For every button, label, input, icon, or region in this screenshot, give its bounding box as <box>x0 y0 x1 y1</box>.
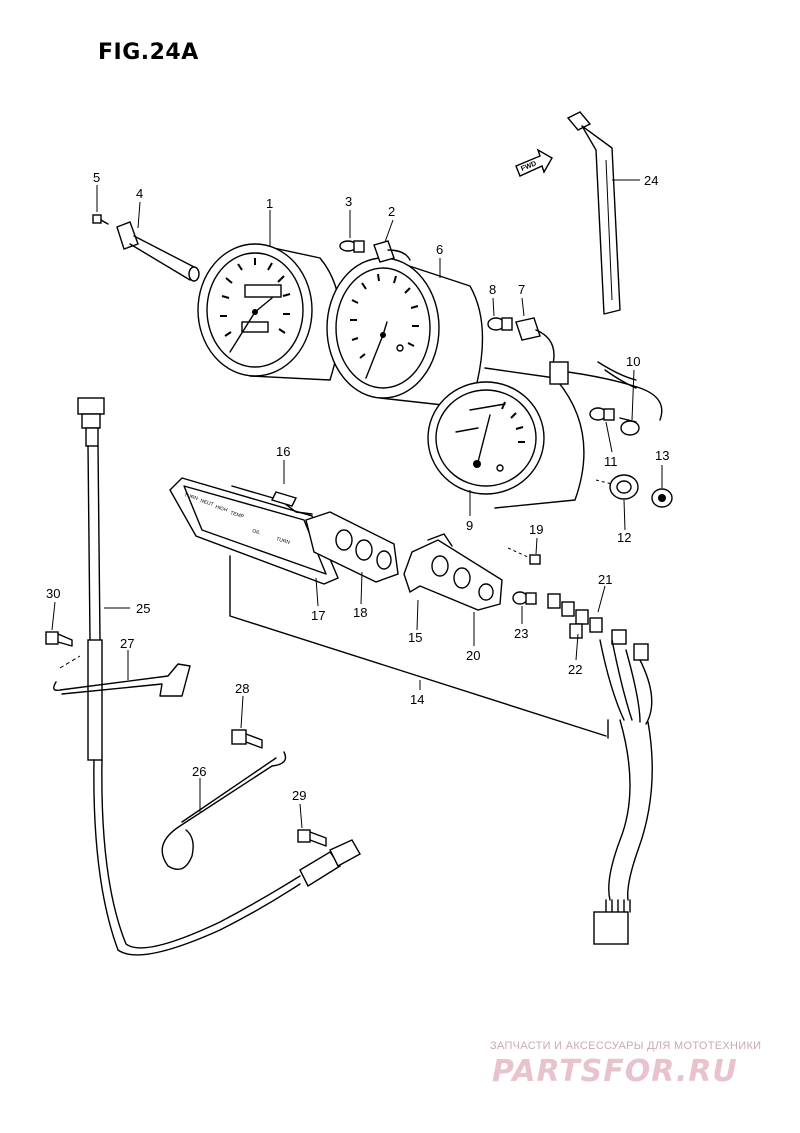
assembly-bracket-14 <box>229 555 609 739</box>
grommet-12 <box>595 474 639 500</box>
callout-19: 19 <box>529 522 543 537</box>
callout-27: 27 <box>120 636 134 651</box>
figure-title: FIG.24A <box>98 40 199 65</box>
callout-23: 23 <box>514 626 528 641</box>
cable-tie-24 <box>566 111 621 315</box>
callout-21: 21 <box>598 572 612 587</box>
bulb-3 <box>339 240 365 253</box>
screw-19 <box>507 547 541 565</box>
tachometer <box>326 257 484 409</box>
temp-label: TEMP <box>229 510 245 520</box>
watermark-tagline: ЗАПЧАСТИ И АКСЕССУАРЫ ДЛЯ МОТОТЕХНИКИ <box>490 1040 762 1052</box>
callout-4: 4 <box>136 186 143 201</box>
turn-left-label: TURN <box>183 492 198 502</box>
oil-label: OIL <box>251 528 261 536</box>
clamp-26 <box>161 751 287 870</box>
bolt-30 <box>45 631 73 647</box>
indicator-bracket-15 <box>403 533 503 611</box>
bolt-29 <box>297 829 327 847</box>
callout-22: 22 <box>568 662 582 677</box>
callout-5: 5 <box>93 170 100 185</box>
nut-13 <box>651 488 673 508</box>
callout-25: 25 <box>136 601 150 616</box>
indicator-lens-17: TURN NEUT HIGH OIL TEMP TURN <box>169 477 339 585</box>
callout-14: 14 <box>410 692 424 707</box>
leader-lines <box>51 179 663 829</box>
speedometer <box>197 243 342 381</box>
socket-7 <box>515 317 663 421</box>
fwd-arrow: FWD <box>515 148 553 177</box>
callout-6: 6 <box>436 242 443 257</box>
neutral-label: NEUT <box>199 498 214 508</box>
callout-13: 13 <box>655 448 669 463</box>
callout-30: 30 <box>46 586 60 601</box>
screw-5 <box>92 214 109 225</box>
callout-15: 15 <box>408 630 422 645</box>
callout-8: 8 <box>489 282 496 297</box>
callout-numbers: 1 2 3 4 5 6 7 8 9 10 11 12 13 14 15 16 1… <box>46 170 669 803</box>
temperature-gauge <box>427 367 585 509</box>
indicator-housing-18 <box>305 511 399 583</box>
bulb-8 <box>487 317 513 331</box>
callout-26: 26 <box>192 764 206 779</box>
bulb-11 <box>589 407 615 421</box>
callout-3: 3 <box>345 194 352 209</box>
callout-10: 10 <box>626 354 640 369</box>
callout-28: 28 <box>235 681 249 696</box>
callout-1: 1 <box>266 196 273 211</box>
callout-7: 7 <box>518 282 525 297</box>
callout-12: 12 <box>617 530 631 545</box>
callout-29: 29 <box>292 788 306 803</box>
callout-2: 2 <box>388 204 395 219</box>
bulb-socket-2 <box>373 240 411 263</box>
bulb-sockets-22 <box>547 593 649 661</box>
callout-11: 11 <box>604 454 618 469</box>
speedometer-cable-25 <box>77 397 361 956</box>
watermark-logo: PARTSFOR.RU <box>492 1054 738 1089</box>
callout-20: 20 <box>466 648 480 663</box>
drive-cable-4 <box>116 221 200 282</box>
callout-24: 24 <box>644 173 658 188</box>
callout-16: 16 <box>276 444 290 459</box>
wiring-harness-21 <box>593 639 653 945</box>
turn-right-label: TURN <box>275 536 290 546</box>
bulb-23 <box>512 591 537 605</box>
cable-guide-27 <box>53 655 191 697</box>
callout-17: 17 <box>311 608 325 623</box>
callout-9: 9 <box>466 518 473 533</box>
callout-18: 18 <box>353 605 367 620</box>
bolt-28 <box>231 729 263 749</box>
high-label: HIGH <box>214 504 228 514</box>
